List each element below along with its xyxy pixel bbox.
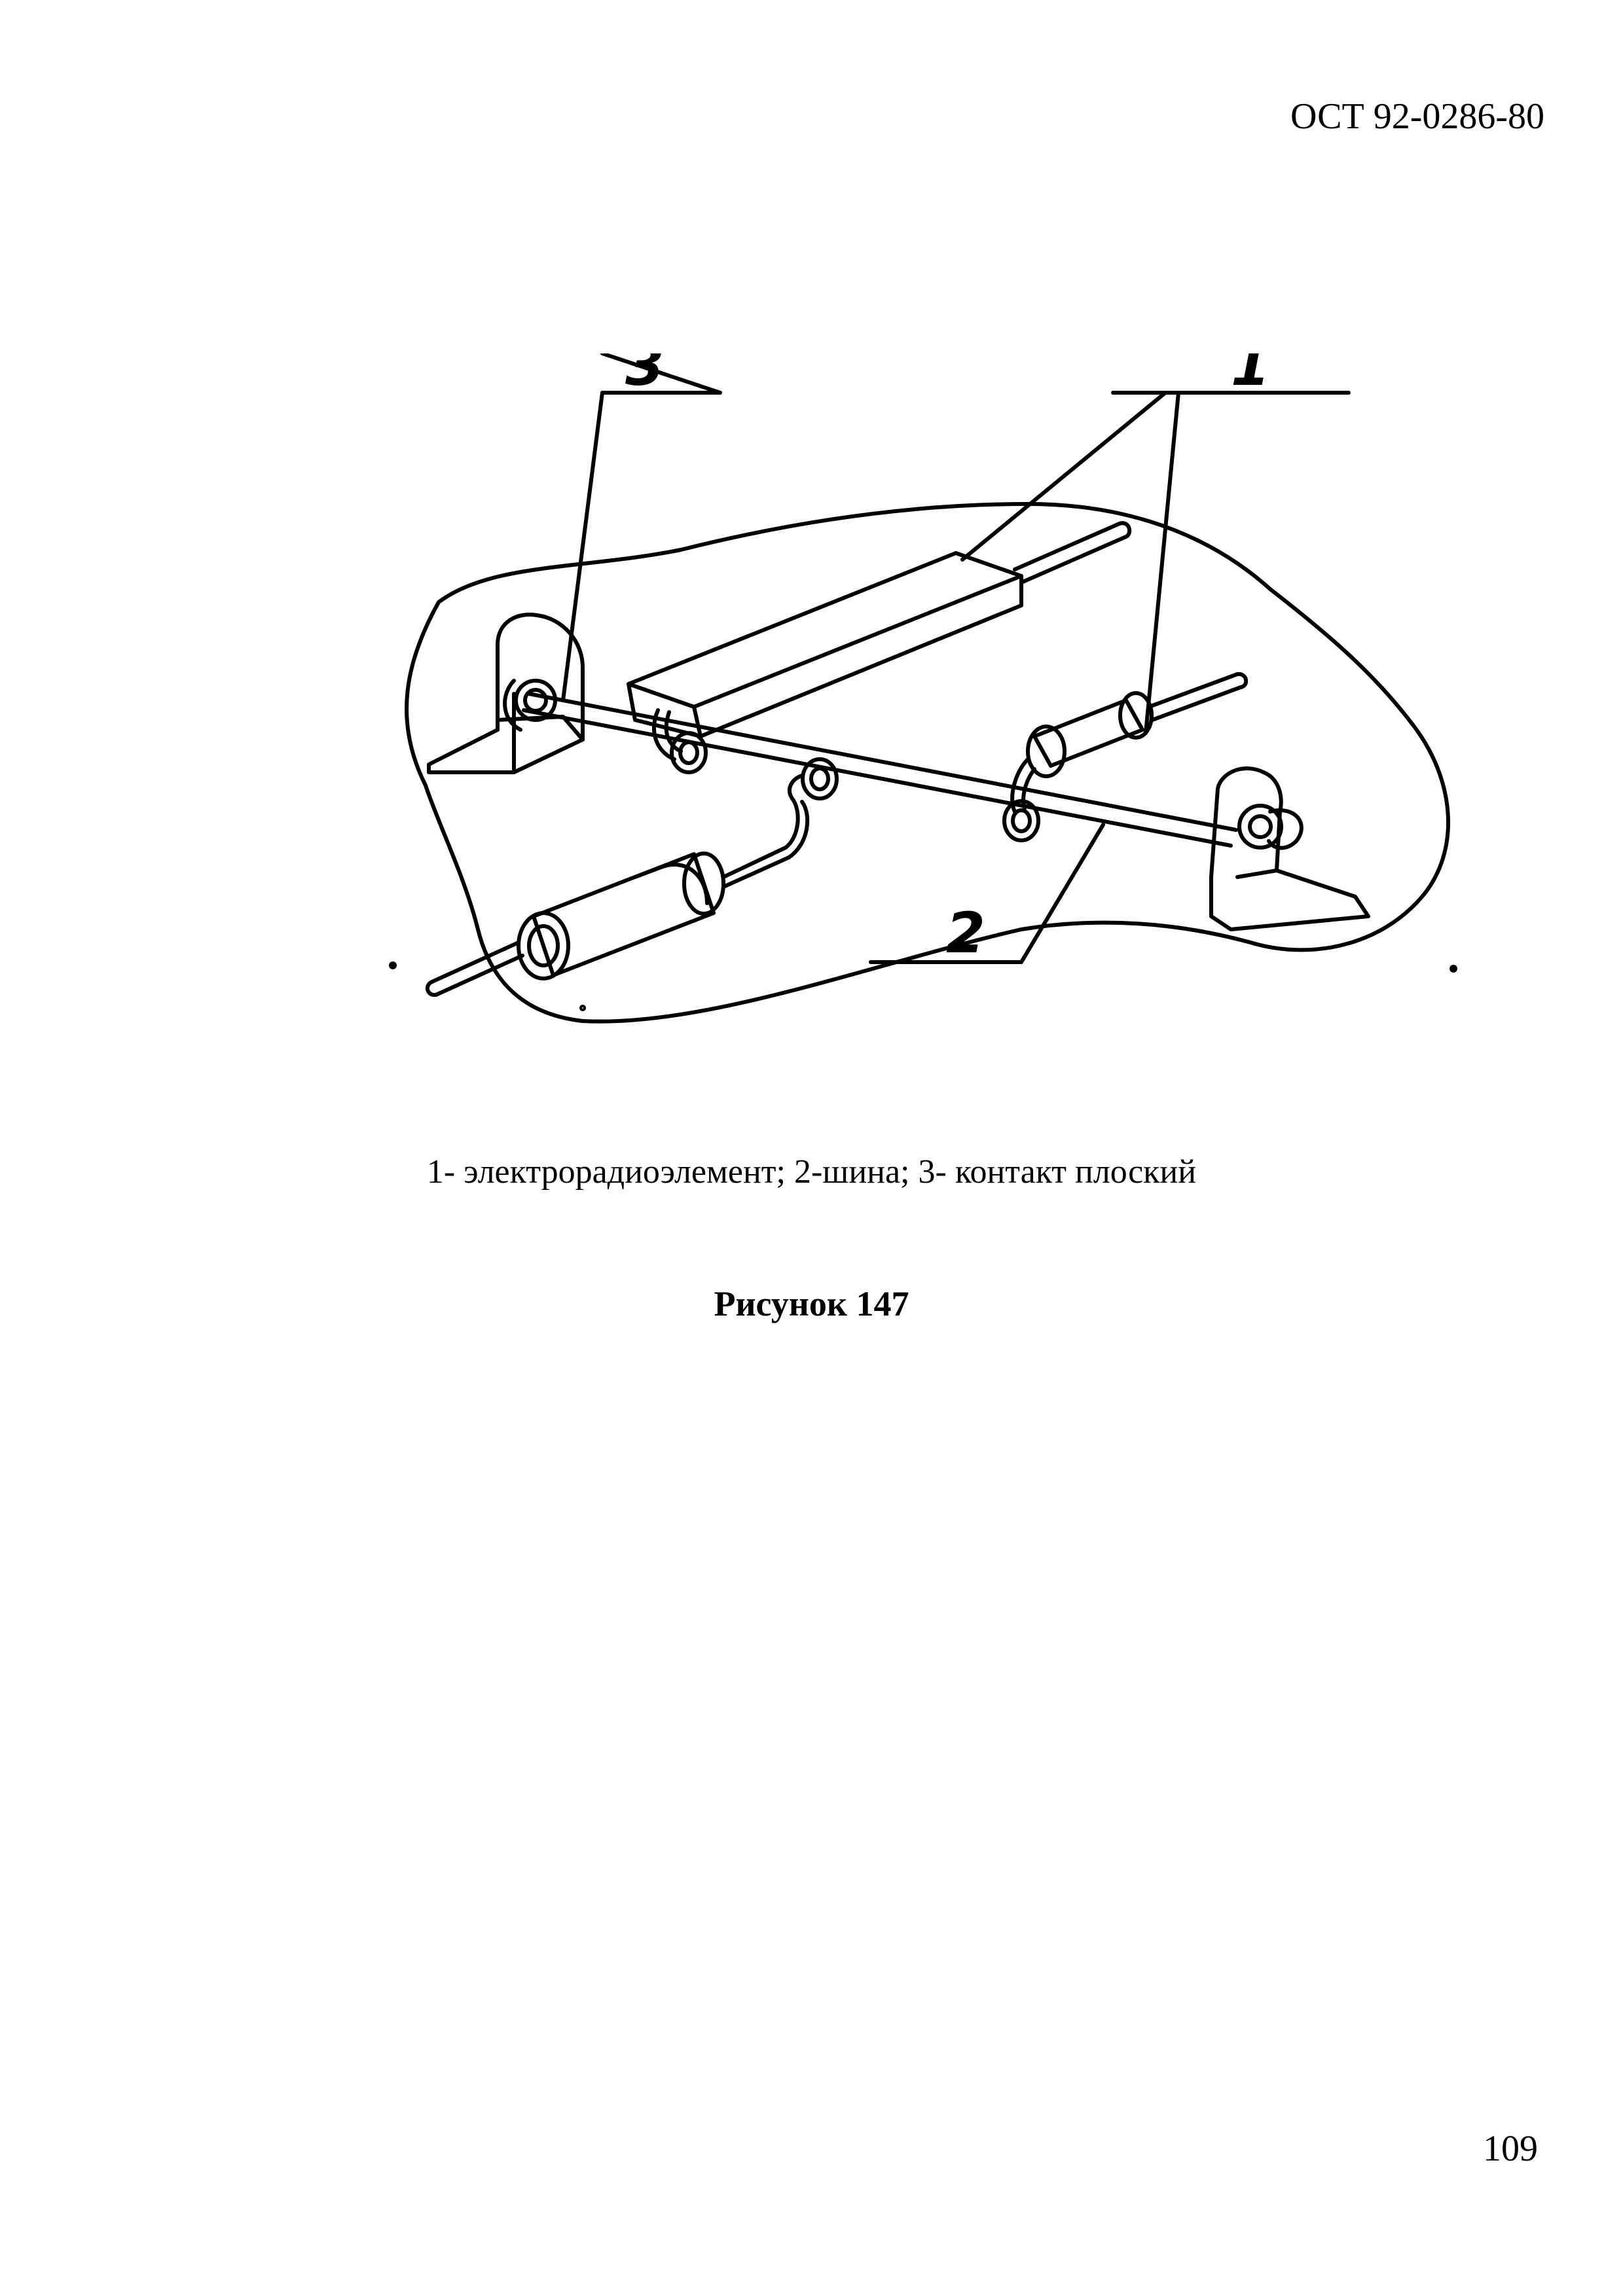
- figure-title: Рисунок 147: [714, 1284, 909, 1323]
- document-code: ОСТ 92-0286-80: [1290, 96, 1544, 137]
- assembly-drawing: 3 1 2: [367, 353, 1467, 1086]
- callout-1: 1: [1231, 353, 1270, 399]
- flat-contact-right: [1209, 766, 1370, 931]
- assembly-drawing-svg: 3 1 2: [389, 353, 1457, 1024]
- figure-caption: 1- электрорадиоэлемент; 2-шина; 3- конта…: [426, 1153, 1197, 1191]
- callout-2: 2: [946, 901, 985, 966]
- bus-bar: [522, 692, 1238, 848]
- page-number: 109: [1483, 2128, 1538, 2169]
- board-outline: [405, 502, 1450, 1024]
- callout-3: 3: [625, 353, 665, 399]
- flat-contact-left: [427, 613, 585, 774]
- radio-element-small-cylinder: [1002, 672, 1249, 842]
- radio-element-rectangular: [627, 521, 1132, 774]
- radio-element-large-cylinder: [425, 757, 839, 997]
- leader-lines: [561, 353, 1351, 964]
